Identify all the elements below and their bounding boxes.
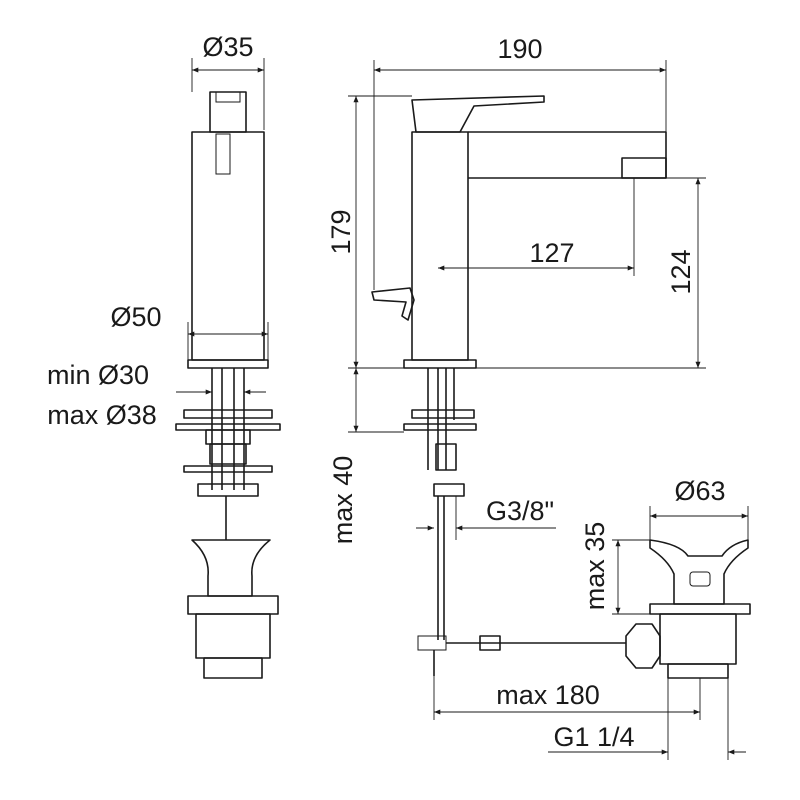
faucet-body-side: [191, 131, 265, 361]
drain-overflow-slot: [689, 571, 711, 587]
drain-top-side: [191, 539, 271, 597]
drain-nut-front: [649, 603, 751, 615]
dim-max-40: max 40: [328, 456, 358, 545]
faucet-body-front: [411, 131, 469, 361]
dimension-lines: [176, 58, 749, 760]
dim-diameter-50: Ø50: [110, 302, 161, 332]
dim-thread-g114: G1 1/4: [553, 722, 634, 752]
dim-height-124: 124: [666, 249, 696, 294]
dim-max-35: max 35: [580, 522, 610, 611]
hose-nut-front: [433, 483, 465, 497]
dim-max-diameter-38: max Ø38: [47, 400, 157, 430]
dim-diameter-63: Ø63: [674, 476, 725, 506]
base-plate-side: [187, 359, 269, 369]
washer-side: [183, 409, 273, 419]
aerator: [621, 157, 667, 179]
base-plate-front: [403, 359, 477, 369]
lever-handle: [411, 95, 545, 133]
dim-reach-127: 127: [529, 238, 574, 268]
dim-max-180: max 180: [496, 680, 600, 710]
nut-side: [197, 483, 259, 497]
spout: [468, 131, 667, 179]
dimension-labels: Ø35 190 179 127 124 Ø50 min Ø30 max Ø38 …: [47, 32, 726, 752]
dim-min-diameter-30: min Ø30: [47, 360, 149, 390]
drain-lever-knob: [625, 623, 661, 669]
drain-thread-front: [667, 663, 729, 679]
faucet-side-view: [175, 91, 281, 679]
faucet-front-view: [371, 95, 751, 679]
dim-height-179: 179: [326, 209, 356, 254]
dim-diameter-35: Ø35: [202, 32, 253, 62]
washer-front: [411, 409, 475, 419]
drain-top-front: [649, 539, 749, 605]
dim-width-190: 190: [497, 34, 542, 64]
pop-up-lever: [371, 287, 415, 321]
handle-top: [209, 91, 247, 133]
drain-thread-side: [203, 657, 263, 679]
dim-thread-g38: G3/8": [486, 496, 554, 526]
drain-nut-side: [187, 595, 279, 615]
